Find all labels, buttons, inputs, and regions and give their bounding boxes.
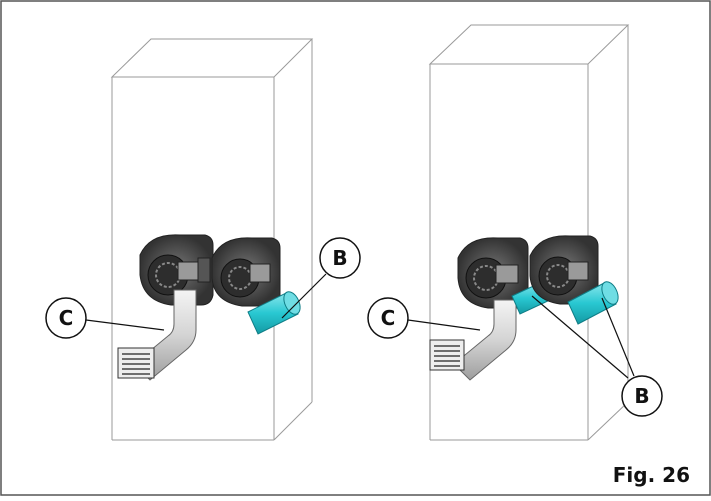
figure-caption: Fig. 26 (613, 463, 690, 487)
right-duct-b (567, 281, 619, 325)
right-callout-c: C (367, 297, 481, 339)
right-panel: C B (367, 24, 663, 441)
left-fan-2 (211, 237, 281, 307)
right-callout-b-label: B (634, 384, 649, 408)
right-cabinet-outline (428, 24, 630, 441)
right-duct-c (429, 299, 517, 381)
right-fan-2 (529, 235, 599, 305)
left-callout-c: C (45, 297, 165, 339)
left-panel: C B (45, 38, 361, 441)
left-callout-c-label: C (59, 306, 74, 330)
left-fan-1 (139, 234, 214, 306)
right-fan-1 (457, 237, 529, 309)
left-callout-b: B (281, 237, 361, 319)
right-callout-c-label: C (381, 306, 396, 330)
right-callout-b: B (531, 295, 663, 417)
left-duct-c (117, 289, 197, 381)
left-callout-b-label: B (332, 246, 347, 270)
left-duct-b (247, 291, 301, 335)
